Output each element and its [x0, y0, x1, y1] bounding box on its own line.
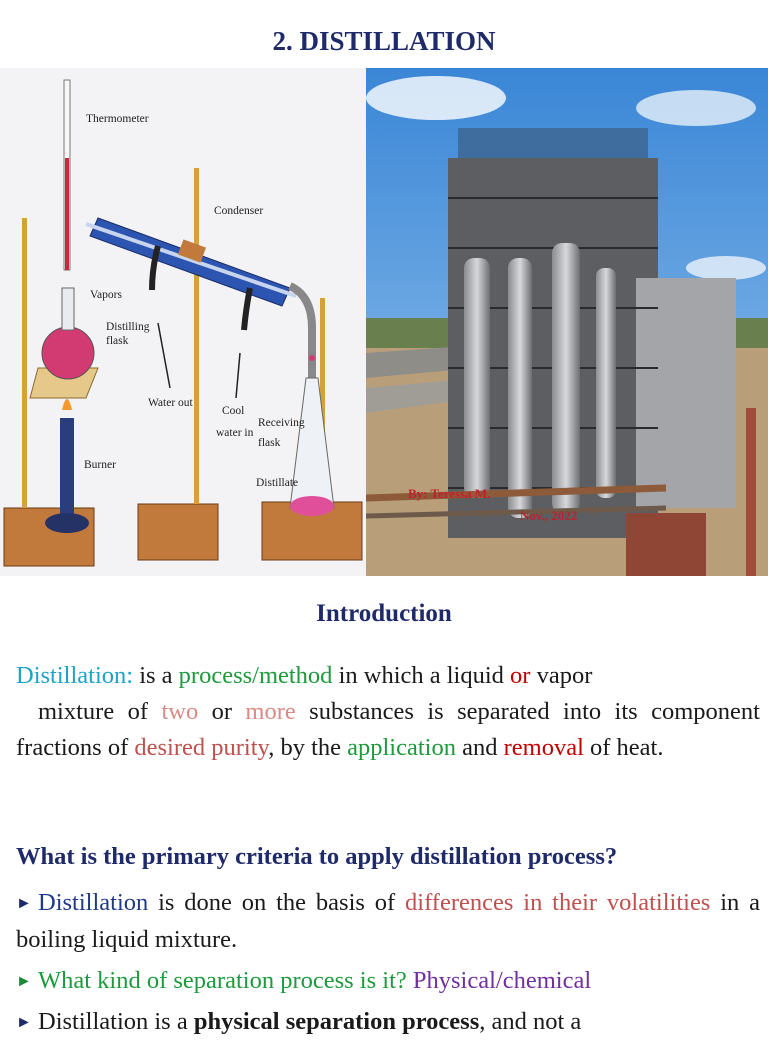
bullet3-text-1: Distillation is a [38, 1008, 194, 1035]
distillation-plant-photo: By: Teressa M. Nov., 2022 [366, 68, 768, 576]
def-text-1: is a [133, 662, 179, 689]
term-more: more [245, 698, 296, 725]
intro-heading: Introduction [316, 600, 452, 627]
bullet-separation-type: ►What kind of separation process is it? … [16, 963, 760, 1000]
term-removal: removal [503, 734, 584, 761]
bullet-physical-process: ► Distillation is a physical separation p… [16, 1004, 760, 1041]
label-thermometer: Thermometer [86, 113, 149, 125]
label-distilling-flask: flask [106, 335, 129, 347]
bullet2-question: What kind of separation process is it? [38, 967, 413, 994]
bullet1-differences: differences in their volatilities [405, 889, 711, 916]
bullet-arrow-icon: ► [16, 973, 32, 990]
bullet2-answer: Physical/chemical [412, 967, 592, 994]
def-text-6: substances is separated into its compone… [16, 698, 760, 761]
term-or: or [510, 662, 531, 689]
author-overlay: By: Teressa M. [408, 486, 490, 501]
bullet3-text-2: , and not a [479, 1008, 582, 1035]
definition-paragraph: Distillation: is a process/method in whi… [16, 658, 760, 766]
label-cool: Cool [222, 405, 244, 417]
label-burner: Burner [84, 459, 116, 471]
label-distilling: Distilling [106, 321, 150, 333]
term-purity: desired purity [134, 734, 269, 761]
label-water-out: Water out [148, 397, 194, 409]
def-text-3: vapor [530, 662, 593, 689]
figures-row: Thermometer Condenser Vapors Distilling … [0, 68, 768, 576]
label-receiving-flask: flask [258, 437, 281, 449]
def-text-5: or [198, 698, 246, 725]
page-title: 2. DISTILLATION [272, 26, 496, 56]
term-process: process/method [178, 662, 333, 689]
lab-distillation-diagram: Thermometer Condenser Vapors Distilling … [0, 68, 366, 576]
question-heading: What is the primary criteria to apply di… [16, 843, 618, 870]
label-water-in: water in [216, 427, 254, 439]
label-condenser: Condenser [214, 205, 263, 217]
bullet-volatility: ► Distillation is done on the basis of di… [16, 885, 760, 958]
date-overlay: Nov., 2022 [520, 508, 577, 523]
label-distillate: Distillate [256, 477, 298, 489]
term-distillation: Distillation: [16, 662, 134, 689]
def-text-9: of heat. [583, 734, 664, 761]
term-two: two [161, 698, 199, 725]
def-indent: mixture of two or more substances is sep… [16, 698, 760, 761]
bullet-arrow-icon: ► [16, 1014, 32, 1031]
label-vapors: Vapors [90, 289, 122, 301]
term-application: application [347, 734, 456, 761]
bullet3-bold: physical separation process [193, 1008, 480, 1035]
bullet-arrow-icon: ► [16, 895, 32, 912]
def-text-8: and [455, 734, 504, 761]
bullet1-text-2: in a boiling liquid mixture. [16, 889, 760, 953]
def-text-2: in which a liquid [332, 662, 511, 689]
def-text-4: mixture of [38, 698, 162, 725]
bullet1-term: Distillation [38, 889, 149, 916]
def-text-7: , by the [268, 734, 348, 761]
bullet1-text-1: is done on the basis of [148, 889, 406, 916]
label-receiving: Receiving [258, 417, 305, 429]
